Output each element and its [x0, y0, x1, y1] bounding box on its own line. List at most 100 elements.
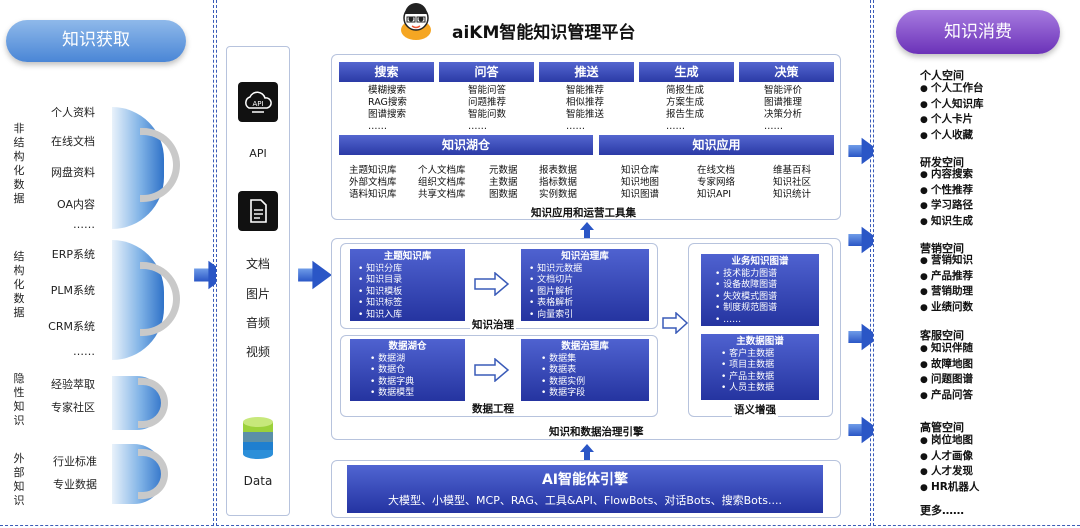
- feature-item: 智能问数: [468, 109, 507, 120]
- group-ring: [138, 449, 168, 499]
- theme-library-card: 主题知识库 知识分库 知识目录 知识模板 知识标签 知识入库: [350, 249, 465, 321]
- tab-search: 搜索: [339, 62, 434, 82]
- space-item: 个性推荐: [920, 183, 973, 199]
- card-item: 数据实例: [541, 377, 649, 389]
- business-graph-card: 业务知识图谱 技术能力图谱 设备故障图谱 失效模式图谱 制度规范图谱 ……: [701, 254, 819, 326]
- space-title: 客服空间: [920, 329, 964, 342]
- up-arrow-icon: [580, 222, 594, 238]
- space-item: 故障地图: [920, 357, 973, 373]
- card-item: 图片解析: [529, 287, 649, 299]
- space-item: 岗位地图: [920, 433, 979, 449]
- space-item: 个人卡片: [920, 112, 984, 128]
- source-item: 网盘资料: [51, 166, 95, 179]
- channel-label: 图片: [245, 287, 270, 301]
- tab-qa: 问答: [439, 62, 534, 82]
- governance-library-title: 知识治理库: [561, 251, 609, 262]
- feature-item: 智能推送: [566, 109, 605, 120]
- channel-label: 文档: [245, 257, 270, 271]
- group-label-external: 外部知识: [13, 452, 25, 507]
- group-label-structured: 结构化数据: [13, 250, 25, 319]
- lake-item: 语料知识库: [349, 189, 397, 200]
- lake-item: 指标数据: [539, 177, 578, 188]
- space-item: 产品问答: [920, 388, 973, 404]
- group-ring: [138, 378, 168, 428]
- tools-caption: 知识应用和运营工具集: [531, 207, 636, 219]
- card-item: 知识模板: [358, 287, 465, 299]
- lake-item: 报表数据: [539, 165, 578, 176]
- source-item: 专家社区: [51, 401, 95, 414]
- ai-engine-title: AI智能体引擎: [541, 472, 629, 488]
- master-data-graph-title: 主数据图谱: [736, 336, 784, 347]
- card-item: ……: [715, 315, 819, 327]
- theme-library-title: 主题知识库: [383, 251, 432, 262]
- feature-item: ……: [566, 121, 585, 132]
- data-lake-card: 数据湖仓 数据湖 数据仓 数据字典 数据模型: [350, 339, 465, 401]
- card-item: 产品主数据: [721, 372, 819, 384]
- feature-item: 智能评价: [764, 85, 803, 96]
- feature-item: 模糊搜索: [368, 85, 407, 96]
- knowledge-acquisition-title: 知识获取: [6, 20, 186, 62]
- card-item: 文档切片: [529, 275, 649, 287]
- card-item: 数据模型: [370, 388, 465, 400]
- feature-item: ……: [368, 121, 387, 132]
- data-lake-title: 数据湖仓: [388, 341, 427, 352]
- card-item: 知识标签: [358, 298, 465, 310]
- source-item: ……: [73, 218, 95, 231]
- space-item: 内容搜索: [920, 167, 973, 183]
- feature-item: 简报生成: [666, 85, 705, 96]
- governance-caption: 知识治理: [470, 317, 516, 332]
- channel-label: 音频: [245, 316, 270, 330]
- space-item: 学习路径: [920, 198, 973, 214]
- channel-label: API: [249, 147, 267, 160]
- space-title: 高管空间: [920, 421, 964, 434]
- app-item: 知识图谱: [621, 189, 660, 200]
- card-item: 客户主数据: [721, 349, 819, 361]
- space-item: HR机器人: [920, 480, 979, 496]
- space-item: 业绩问数: [920, 300, 973, 316]
- mascot-icon: [396, 2, 436, 40]
- tab-generate: 生成: [639, 62, 734, 82]
- group-label-unstructured: 非结构化数据: [13, 122, 25, 205]
- knowledge-acquisition-panel: [0, 0, 214, 526]
- source-item: 经验萃取: [51, 378, 95, 391]
- business-graph-title: 业务知识图谱: [731, 256, 789, 267]
- feature-item: 相似推荐: [566, 97, 605, 108]
- app-item: 知识地图: [621, 177, 660, 188]
- space-item: 知识伴随: [920, 341, 973, 357]
- data-engineering-caption: 数据工程: [470, 401, 516, 416]
- data-governance-title: 数据治理库: [561, 341, 609, 352]
- lake-item: 实例数据: [539, 189, 578, 200]
- card-item: 数据表: [541, 365, 649, 377]
- channel-label: Data: [243, 474, 273, 488]
- hollow-arrow-icon: [474, 357, 510, 383]
- source-item: 专业数据: [53, 478, 97, 491]
- feature-item: 问题推荐: [468, 97, 507, 108]
- app-item: 专家网络: [697, 177, 736, 188]
- space-item: 营销助理: [920, 284, 973, 300]
- app-item: 知识统计: [773, 189, 812, 200]
- channel-label: 视频: [245, 345, 270, 359]
- feature-item: 报告生成: [666, 109, 705, 120]
- feature-item: 智能问答: [468, 85, 507, 96]
- feature-item: 图谱搜索: [368, 109, 407, 120]
- engine-caption: 知识和数据治理引擎: [549, 426, 644, 438]
- space-title: 个人空间: [920, 69, 964, 82]
- card-item: 失效模式图谱: [715, 292, 819, 304]
- space-list: 营销知识 产品推荐 营销助理 业绩问数: [920, 253, 973, 315]
- space-title: 营销空间: [920, 242, 964, 255]
- lake-item: 元数据: [489, 165, 518, 176]
- knowledge-lake-header: 知识湖仓: [339, 135, 593, 155]
- space-list: 内容搜索 个性推荐 学习路径 知识生成: [920, 167, 973, 229]
- app-item: 知识社区: [773, 177, 812, 188]
- hollow-arrow-icon: [662, 311, 689, 335]
- platform-title: aiKM智能知识管理平台: [452, 23, 636, 43]
- card-item: 技术能力图谱: [715, 269, 819, 281]
- lake-item: 个人文档库: [418, 165, 466, 176]
- source-item: 个人资料: [51, 106, 95, 119]
- feature-item: RAG搜索: [368, 97, 407, 108]
- space-item: 知识生成: [920, 214, 973, 230]
- card-item: 数据仓: [370, 365, 465, 377]
- ai-engine-subtitle: 大模型、小模型、MCP、RAG、工具&API、FlowBots、对话Bots、搜…: [388, 494, 782, 507]
- card-item: 项目主数据: [721, 360, 819, 372]
- lake-item: 主数据: [489, 177, 518, 188]
